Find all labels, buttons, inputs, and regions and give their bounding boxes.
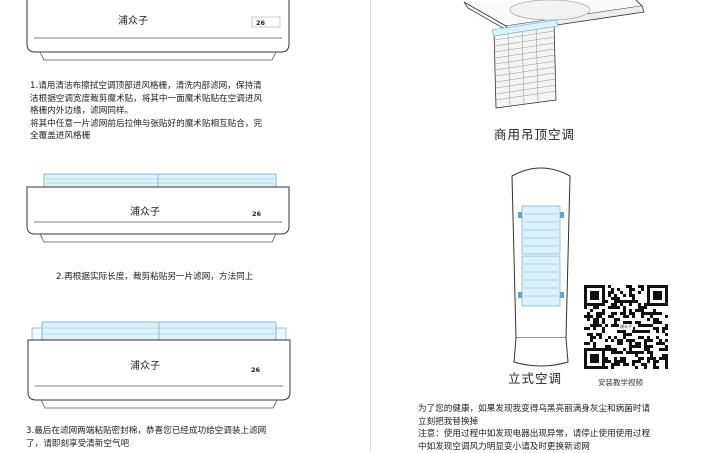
- qr-caption: 安装教学视频: [598, 378, 643, 387]
- ac-unit-step2: [24, 170, 292, 246]
- ceiling-ac-caption: 商用吊顶空调: [494, 127, 576, 142]
- ac-display-step3: 26: [251, 366, 261, 374]
- qr-center-logo: 浦众子: [619, 324, 633, 330]
- brand-logo-step3: 浦众子: [130, 361, 160, 372]
- step-3-text: 3.最后在滤网两端粘贴密封棉，恭喜您已经成功给空调装上滤网 了，请即刻享受清新空…: [26, 426, 267, 449]
- health-notes: 为了您的健康，如果发现我变得乌黑亮丽满身灰尘和病菌时请 立刻把我替换掉 注意：使…: [418, 404, 651, 452]
- brand-logo-step1: 浦众子: [118, 16, 148, 27]
- ac-unit-step3: [26, 318, 292, 416]
- ac-unit-step1: [26, 0, 290, 62]
- step-2-text: 2.再根据实际长度，裁剪粘贴另一片滤网，方法同上: [56, 272, 254, 282]
- brand-logo-step2: 浦众子: [130, 207, 160, 218]
- ceiling-ac-illustration: [446, 0, 646, 118]
- qr-code-icon[interactable]: [584, 285, 668, 369]
- page-divider: [370, 0, 371, 450]
- standing-ac-caption: 立式空调: [508, 371, 563, 386]
- ac-display-step2: 26: [252, 210, 262, 218]
- standing-ac-illustration: [508, 162, 574, 368]
- step-1-text: 1.请用清洁布擦拭空调顶部进风格栅，清洗内部滤网，保持清 洁根据空调宽度裁剪魔术…: [30, 81, 263, 142]
- ac-display-step1: 26: [256, 19, 266, 27]
